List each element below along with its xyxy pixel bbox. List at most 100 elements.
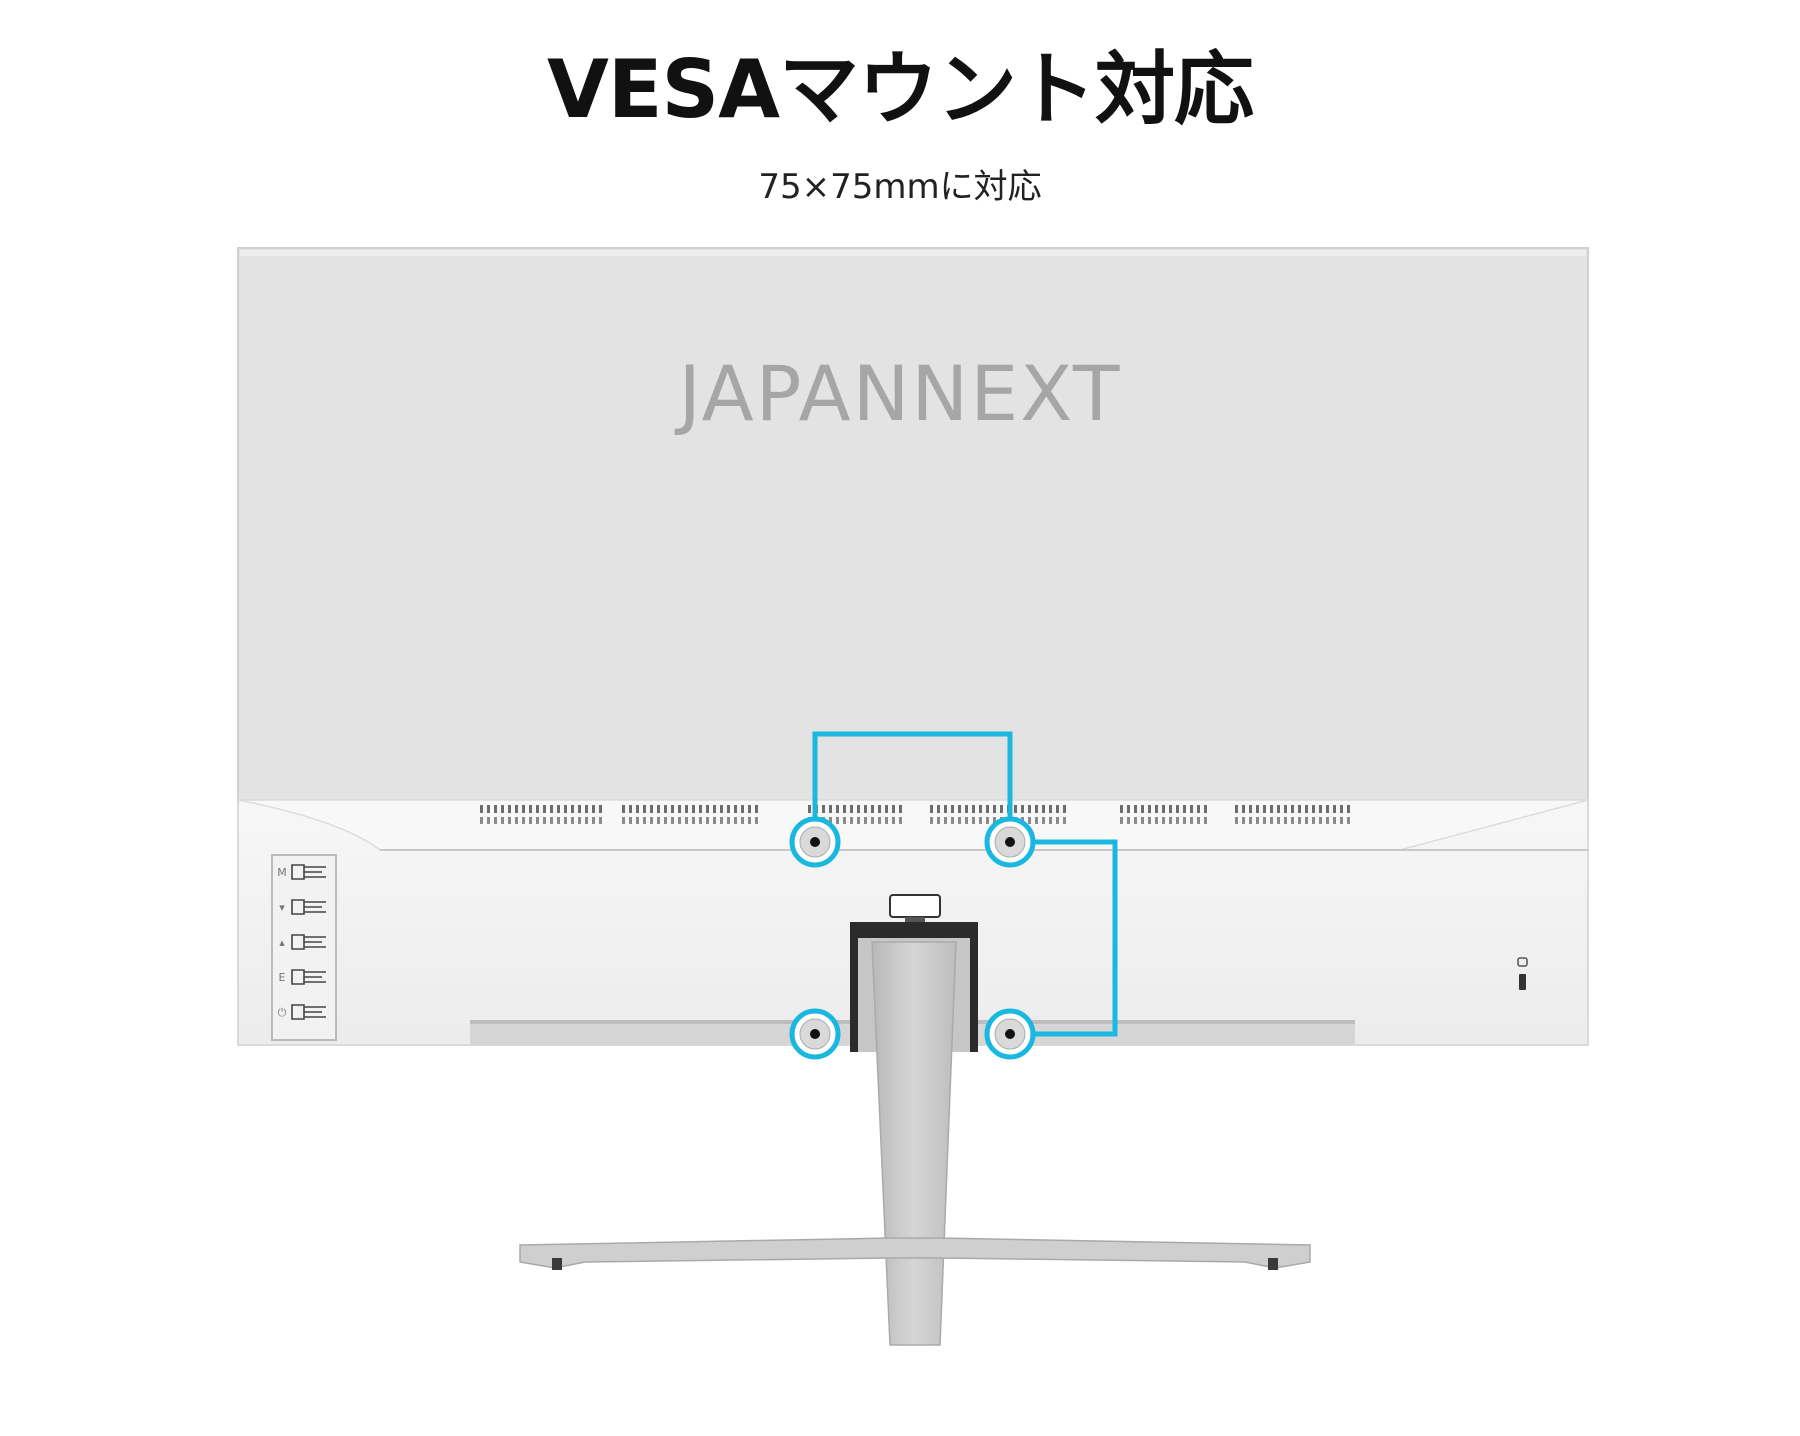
vent-slot (937, 805, 940, 813)
vent-slot (487, 817, 490, 824)
button-label: M (277, 866, 287, 879)
vent-slot (599, 817, 602, 824)
vent-slot (720, 805, 723, 813)
vent-slot (643, 817, 646, 824)
vent-slot (692, 817, 695, 824)
vent-slot (1333, 805, 1336, 813)
vent-slot (1049, 805, 1052, 813)
vent-slot (522, 817, 525, 824)
vent-slot (951, 817, 954, 824)
vent-slot (836, 805, 839, 813)
vent-slot (1256, 805, 1259, 813)
vesa-screw-hole-icon (984, 1008, 1036, 1060)
vent-slot (1249, 805, 1252, 813)
vent-slot (930, 805, 933, 813)
vent-slot (1028, 805, 1031, 813)
vent-slot (706, 817, 709, 824)
vent-slot (592, 805, 595, 813)
vent-slot (1326, 817, 1329, 824)
exit-button[interactable]: E (279, 969, 326, 985)
vent-slot (741, 805, 744, 813)
vent-slot (706, 805, 709, 813)
vent-slot (636, 805, 639, 813)
vent-slot (1042, 817, 1045, 824)
vent-slot (550, 817, 553, 824)
vent-slot (713, 805, 716, 813)
vent-slot (522, 805, 525, 813)
vent-slot (671, 805, 674, 813)
button-label: ▴ (279, 936, 285, 949)
vesa-screw-hole-icon (789, 1008, 841, 1060)
vent-slot (657, 805, 660, 813)
vent-slot (878, 817, 881, 824)
vent-slot (1063, 817, 1066, 824)
vent-slot (741, 817, 744, 824)
down-button[interactable]: ▾ (279, 899, 326, 915)
vent-slot (1312, 817, 1315, 824)
vent-slot (1120, 805, 1123, 813)
vent-slot (571, 817, 574, 824)
vent-slot (958, 805, 961, 813)
vent-slot (1014, 805, 1017, 813)
vent-slot (585, 805, 588, 813)
up-button[interactable]: ▴ (279, 934, 326, 950)
control-buttons: M ▾ ▴ E ⏻ (277, 864, 326, 1020)
page-title: VESAマウント対応 (546, 43, 1254, 136)
vent-slot (829, 805, 832, 813)
vent-slot (1326, 805, 1329, 813)
vent-slot (713, 817, 716, 824)
vent-slot (557, 805, 560, 813)
vent-slot (965, 805, 968, 813)
vent-slot (885, 817, 888, 824)
vent-slot (720, 817, 723, 824)
vent-slot (1190, 817, 1193, 824)
vent-slot (944, 805, 947, 813)
vent-slot (1120, 817, 1123, 824)
vent-slot (965, 817, 968, 824)
vent-slot (1134, 805, 1137, 813)
vent-slot (1284, 805, 1287, 813)
vent-slot (564, 817, 567, 824)
vent-slot (1056, 805, 1059, 813)
vent-slot (808, 805, 811, 813)
vent-slot (578, 805, 581, 813)
vent-slot (678, 805, 681, 813)
vent-slot (1148, 805, 1151, 813)
vent-slot (1277, 817, 1280, 824)
vent-slot (1305, 805, 1308, 813)
vent-slot (958, 817, 961, 824)
vent-slot (857, 805, 860, 813)
vent-slot (599, 805, 602, 813)
button-shape (291, 899, 326, 915)
vent-slot (1242, 805, 1245, 813)
menu-button[interactable]: M (277, 864, 326, 880)
vent-slot (501, 805, 504, 813)
page-subtitle: 75×75mmに対応 (758, 167, 1042, 207)
vent-slots (480, 805, 1350, 824)
vesa-highlight (812, 731, 1118, 1037)
vent-slot (822, 805, 825, 813)
vent-slot (864, 805, 867, 813)
button-label: ⏻ (278, 1006, 287, 1019)
vent-slot (1256, 817, 1259, 824)
vent-slot (529, 805, 532, 813)
vent-slot (1162, 805, 1165, 813)
vent-slot (508, 817, 511, 824)
vent-slot (1056, 817, 1059, 824)
power-button[interactable]: ⏻ (278, 1004, 326, 1020)
vent-slot (1155, 817, 1158, 824)
vent-slot (1340, 817, 1343, 824)
vent-slot (850, 805, 853, 813)
vent-slot (937, 817, 940, 824)
kensington-lock-icon (1517, 957, 1528, 990)
button-shape (291, 969, 326, 985)
vent-slot (871, 817, 874, 824)
vent-slot (979, 805, 982, 813)
vent-slot (1204, 817, 1207, 824)
button-label: ▾ (279, 901, 285, 914)
vent-slot (671, 817, 674, 824)
vent-slot (1141, 817, 1144, 824)
vent-slot (1319, 805, 1322, 813)
vent-slot (1049, 817, 1052, 824)
